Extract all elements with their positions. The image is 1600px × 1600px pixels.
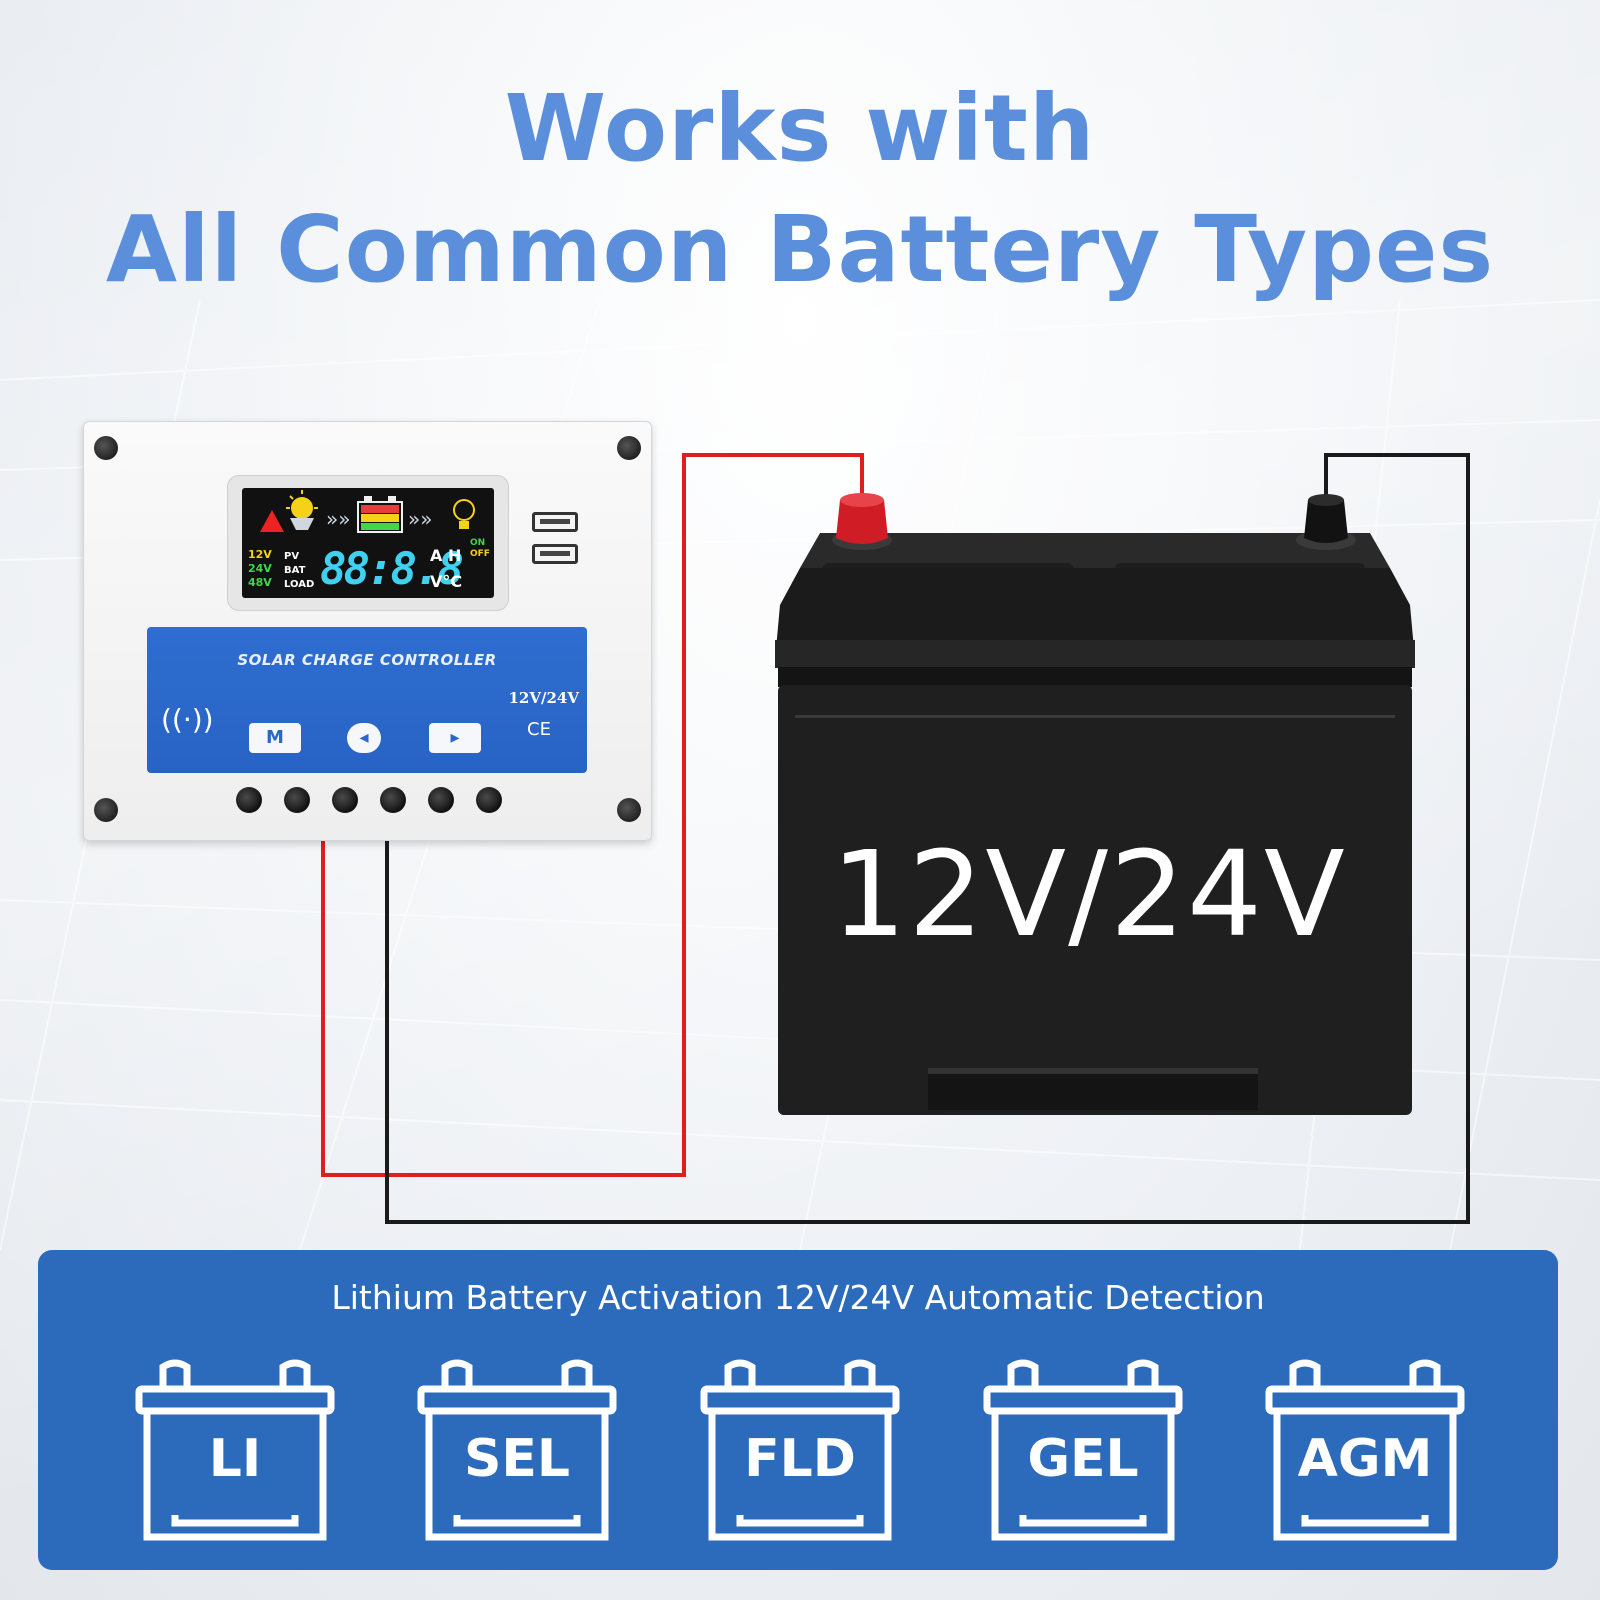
battery-body [778,685,1412,1115]
warning-icon [260,510,284,532]
battery-lid [800,533,1390,568]
battery-types-band: Lithium Battery Activation 12V/24V Autom… [38,1250,1558,1570]
positive-terminal [836,500,888,544]
lcd-pv: PV [284,551,300,562]
battery-voltage-label: 12V/24V [831,825,1347,963]
lcd-display: »» »» 12V 24V 48V PV BAT LOAD 88:8.8 [242,488,494,598]
usb-port[interactable] [532,544,578,564]
battery-outline-icon [983,1359,1183,1541]
lcd-unit-h: H [447,546,462,565]
battery-outline-icon [135,1359,335,1541]
decrease-button[interactable]: ◂ [347,723,381,753]
battery-outline-icon [417,1359,617,1541]
panel-title: SOLAR CHARGE CONTROLLER [237,651,497,669]
battery-outline-icon [700,1359,900,1541]
svg-text:»»: »» [326,507,350,531]
lcd-on: ON [470,538,486,548]
wireless-icon: ((·)) [161,703,214,736]
voltage-rating: 12V/24V [508,689,579,707]
mode-button[interactable]: M [249,723,301,753]
svg-text:»»: »» [408,507,432,531]
battery-type-sel: SEL [417,1355,617,1541]
positive-wire [321,453,864,1177]
solar-panel-icon [290,518,314,530]
usb-port[interactable] [532,512,578,532]
lcd-unit-c: °C [442,572,463,591]
sun-icon [291,497,313,519]
lcd-load: LOAD [284,579,315,590]
lcd-frame: »» »» 12V 24V 48V PV BAT LOAD 88:8.8 [227,475,509,611]
lcd-status-icons: »» »» [260,490,475,533]
solar-charge-controller: »» »» 12V 24V 48V PV BAT LOAD 88:8.8 [83,421,652,841]
battery-level-icon [357,501,403,533]
screw-icon [617,798,641,822]
band-title: Lithium Battery Activation 12V/24V Autom… [331,1278,1265,1317]
lcd-24v: 24V [248,562,272,575]
terminal-screw [332,787,358,813]
negative-wire [385,453,1470,1224]
increase-button[interactable]: ▸ [429,723,481,753]
lcd-unit-v: V [430,572,443,591]
terminal-screw [428,787,454,813]
terminal-screw [236,787,262,813]
battery-type-label: LI [208,1429,262,1489]
battery-type-gel: GEL [983,1355,1183,1541]
terminal-screw [284,787,310,813]
battery-outline-icon [1265,1359,1465,1541]
control-panel: SOLAR CHARGE CONTROLLER ((·)) M ◂ ▸ 12V/… [147,627,587,773]
screw-icon [94,798,118,822]
battery-type-agm: AGM [1265,1355,1465,1541]
battery-type-label: GEL [1027,1429,1139,1489]
battery-type-fld: FLD [700,1355,900,1541]
lcd-12v: 12V [248,548,272,561]
screw-icon [94,436,118,460]
lcd-48v: 48V [248,576,272,589]
terminal-screw [380,787,406,813]
terminal-screw [476,787,502,813]
headline: Works with All Common Battery Types [0,70,1600,312]
lcd-unit-a: A [430,546,443,565]
ce-mark: CE [527,719,551,740]
screw-icon [617,436,641,460]
lcd-off: OFF [470,549,490,559]
battery-type-label: AGM [1297,1429,1433,1489]
battery-type-li: LI [135,1355,335,1541]
battery-type-label: SEL [463,1429,571,1489]
lightbulb-icon [453,499,475,521]
lcd-bat: BAT [284,565,306,576]
lcd-digits: 88:8.8 [320,544,464,595]
negative-terminal [1304,500,1348,543]
headline-line-1: Works with [504,75,1096,182]
headline-line-2: All Common Battery Types [105,196,1495,303]
battery-type-label: FLD [744,1429,856,1489]
